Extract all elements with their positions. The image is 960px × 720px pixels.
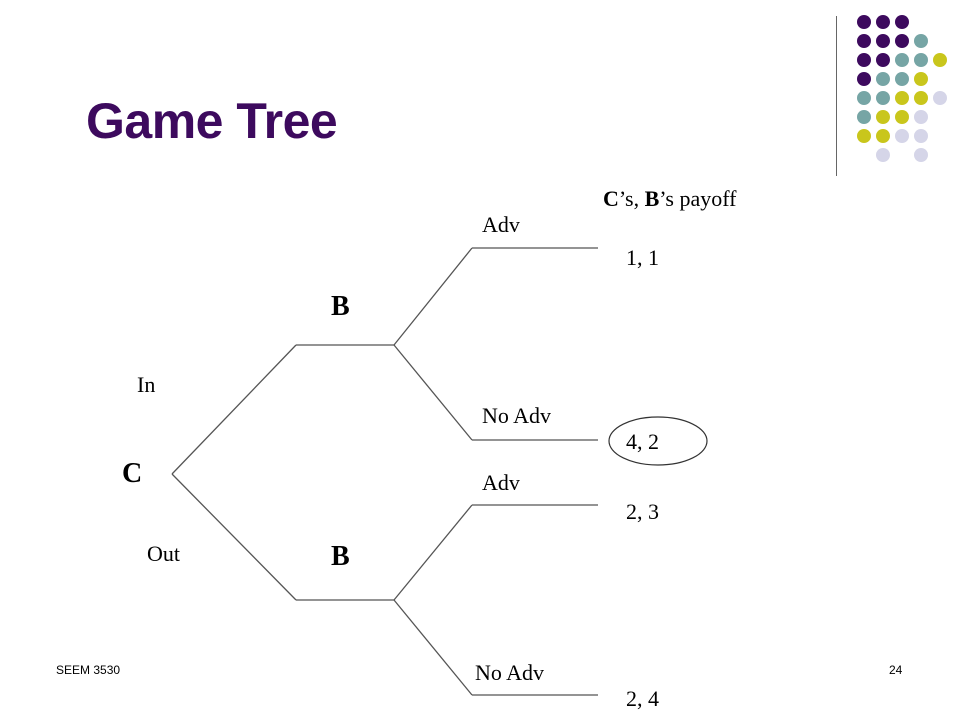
decor-dot	[876, 34, 890, 48]
decor-dot	[857, 72, 871, 86]
edge-top-adv	[393, 247, 473, 346]
decor-dot	[914, 91, 928, 105]
payoff-header-b: B	[644, 186, 660, 211]
node-b-top: B	[331, 291, 350, 322]
edge-out	[171, 473, 297, 601]
highlight-ellipse	[608, 416, 708, 466]
page-number: 24	[889, 663, 903, 677]
decor-dot	[914, 148, 928, 162]
decor-dot	[876, 72, 890, 86]
edge-bottom-adv	[393, 504, 473, 601]
payoff-header: C’s, B’s payoff	[603, 186, 736, 212]
action-label-3: Adv	[482, 470, 520, 495]
decor-dot	[895, 129, 909, 143]
decor-dot	[914, 53, 928, 67]
footer-course: SEEM 3530	[56, 663, 121, 677]
edge-bottom-noadv	[393, 599, 473, 696]
decor-dot	[857, 110, 871, 124]
decor-dot	[857, 129, 871, 143]
decorative-divider	[836, 16, 837, 176]
decor-dot	[895, 34, 909, 48]
payoff-header-sep: ’s,	[618, 186, 645, 211]
decor-dot	[895, 72, 909, 86]
payoff-header-c: C	[603, 186, 619, 211]
decor-dot	[914, 34, 928, 48]
payoff-1: 1, 1	[626, 245, 659, 270]
decor-dot	[876, 148, 890, 162]
decor-dot	[914, 72, 928, 86]
action-label-2: No Adv	[482, 403, 552, 428]
payoff-3: 2, 3	[626, 499, 659, 524]
decor-dot	[914, 129, 928, 143]
decor-dot	[895, 15, 909, 29]
action-label-1: Adv	[482, 212, 520, 237]
decor-dot	[933, 53, 947, 67]
decor-dot	[876, 110, 890, 124]
edge-top-noadv	[393, 344, 473, 441]
node-b-bottom: B	[331, 541, 350, 572]
payoff-header-tail: ’s payoff	[659, 186, 737, 211]
payoff-2: 4, 2	[626, 429, 659, 454]
decor-dot	[857, 34, 871, 48]
edge-label-in: In	[137, 372, 156, 397]
decor-dot	[876, 129, 890, 143]
decor-dot	[876, 91, 890, 105]
decor-dot	[876, 53, 890, 67]
decor-dot	[933, 91, 947, 105]
decor-dot	[857, 91, 871, 105]
decor-dot	[857, 53, 871, 67]
decor-dot	[876, 15, 890, 29]
decor-dot	[895, 110, 909, 124]
payoff-4: 2, 4	[626, 686, 659, 711]
node-c-root: C	[122, 458, 143, 489]
action-label-4: No Adv	[475, 660, 545, 685]
slide-title: Game Tree	[86, 93, 338, 149]
decor-dot	[895, 53, 909, 67]
edge-in	[171, 344, 297, 475]
edge-label-out: Out	[147, 541, 180, 566]
decor-dot	[857, 15, 871, 29]
decor-dot	[914, 110, 928, 124]
decor-dot	[895, 91, 909, 105]
